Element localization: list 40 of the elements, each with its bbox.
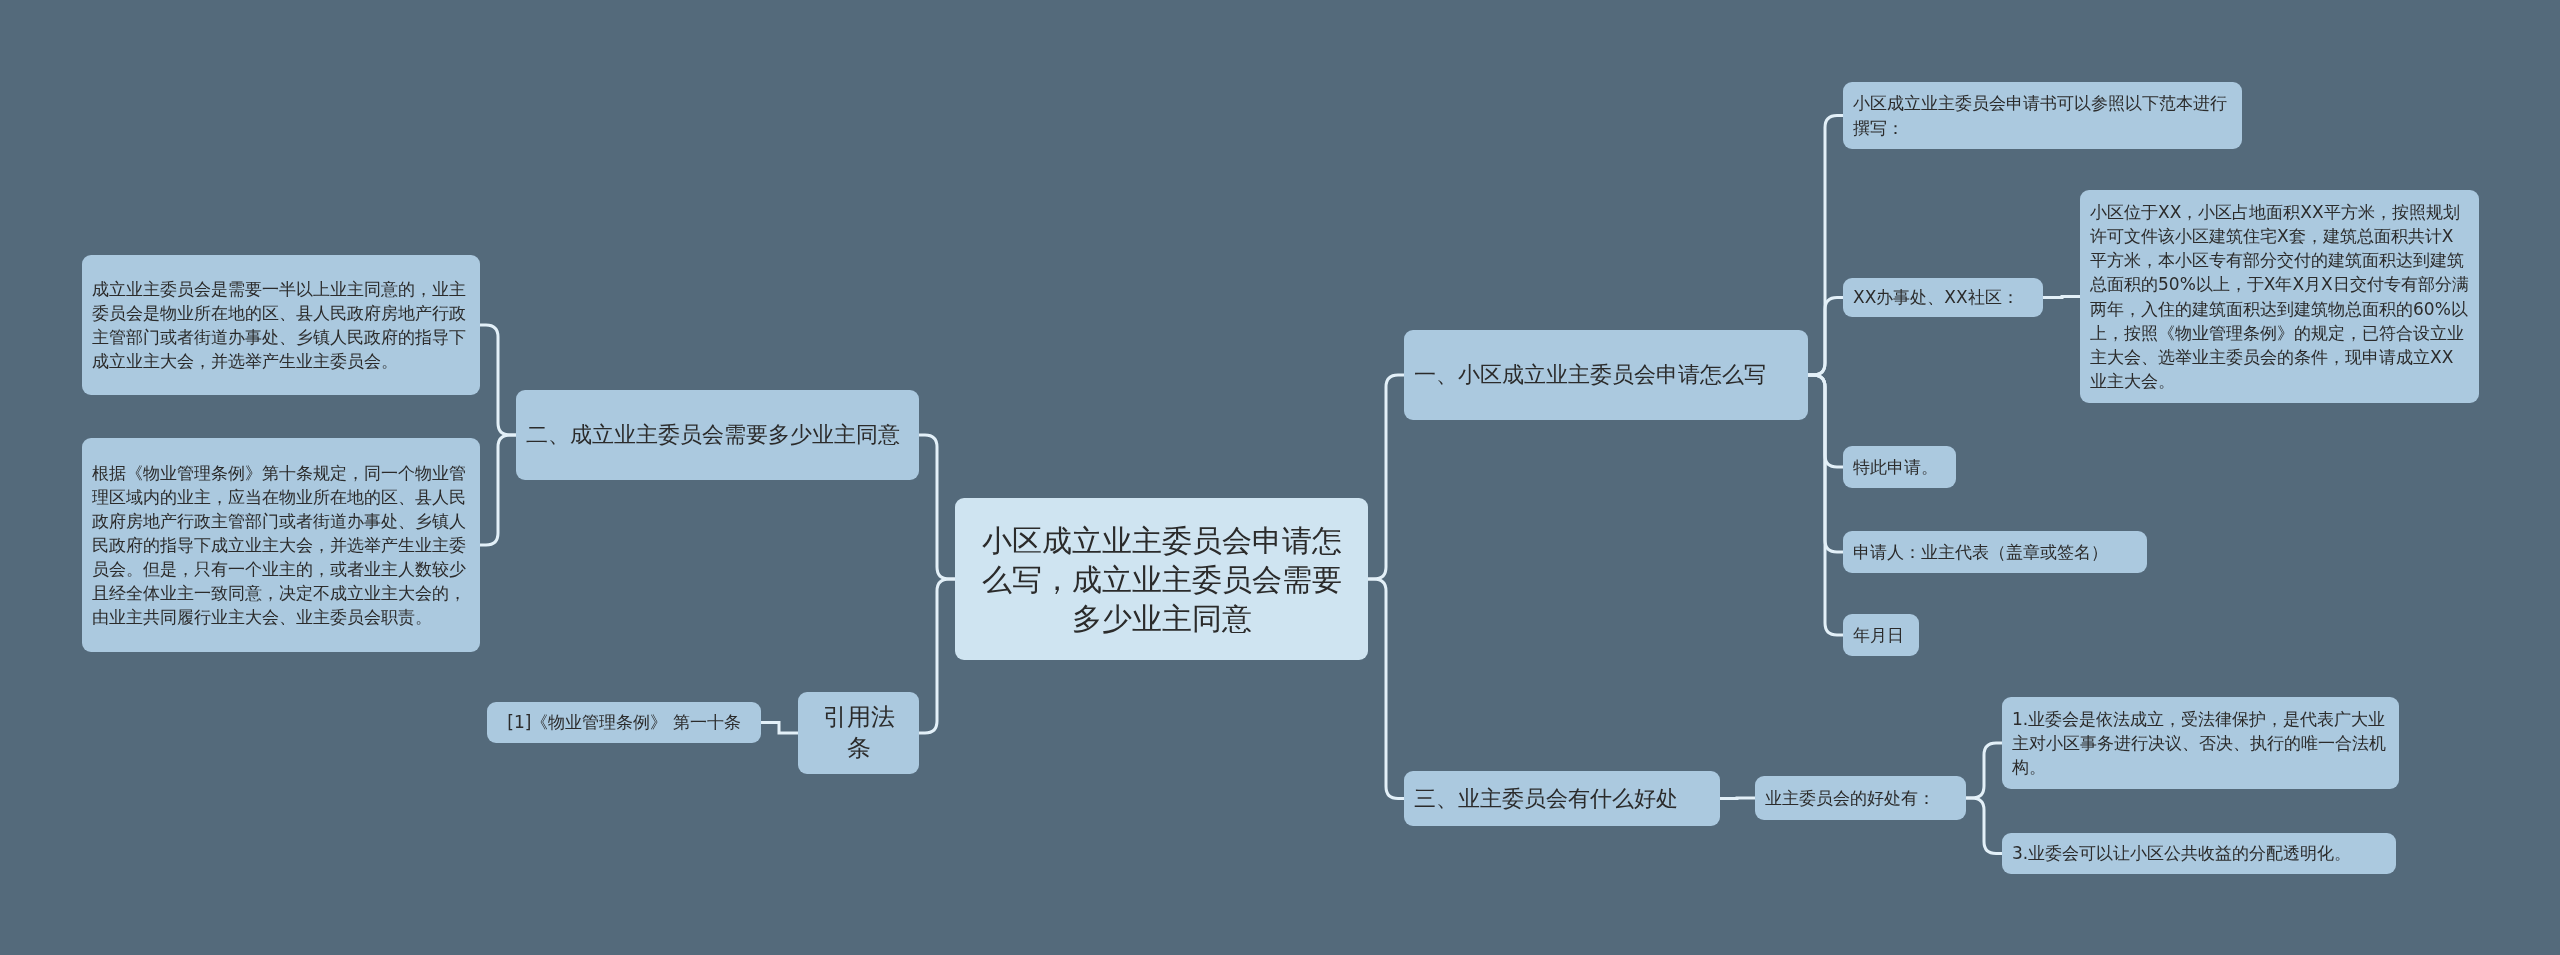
topic-box bbox=[798, 692, 919, 775]
topic-text: 根据《物业管理条例》第十条规定，同一个物业管理区域内的业主，应当在物业所在地的区、县人民政府房地产行政主管部门或者街道办事处、乡镇人民政府的指导下成立业主大会，并选举产生业主委员会。但是，只有一个业主的，或者业主人数较少且经全体业主一致同意，决定不成立业主大会的，由业主共同履行业主大会、业主委员会职责。 bbox=[92, 461, 467, 630]
topic-box bbox=[82, 255, 480, 395]
topic-box bbox=[2002, 697, 2399, 789]
topic-text: 二、成立业主委员会需要多少业主同意 bbox=[526, 421, 900, 450]
topic-box bbox=[2002, 833, 2396, 874]
central-topic-text: 小区成立业主委员会申请怎么写，成立业主委员会需要多少业主同意 bbox=[980, 521, 1343, 638]
topic-text: 小区成立业主委员会申请书可以参照以下范本进行撰写： bbox=[1853, 92, 2228, 140]
topic-text: 3.业委会可以让小区公共收益的分配透明化。 bbox=[2012, 842, 2352, 866]
topic-box bbox=[82, 438, 480, 652]
topic-box bbox=[487, 702, 761, 743]
topic-text: 业主委员会的好处有： bbox=[1765, 786, 1935, 810]
topic-text: 引用法条 bbox=[821, 702, 896, 765]
central-topic-box bbox=[955, 498, 1368, 660]
topic-box bbox=[1843, 446, 1956, 488]
topic-text: XX办事处、XX社区： bbox=[1853, 286, 2019, 310]
topic-box bbox=[1843, 531, 2147, 573]
topic-text: 年月日 bbox=[1853, 623, 1904, 647]
topic-text: 1.业委会是依法成立，受法律保护，是代表广大业主对小区事务进行决议、否决、执行的唯一合法机构。 bbox=[2012, 707, 2387, 780]
topic-box bbox=[516, 390, 919, 480]
connector-line bbox=[1808, 373, 1843, 637]
topic-box bbox=[1843, 614, 1919, 656]
topic-text: 成立业主委员会是需要一半以上业主同意的，业主委员会是物业所在地的区、县人民政府房地产行政主管部门或者街道办事处、乡镇人民政府的指导下成立业主大会，并选举产生业主委员会。 bbox=[92, 277, 467, 374]
connector-line bbox=[1368, 577, 1404, 800]
topic-text: 一、小区成立业主委员会申请怎么写 bbox=[1414, 361, 1766, 390]
connector-line bbox=[2043, 295, 2080, 299]
topic-box bbox=[1755, 776, 1966, 820]
connector-line bbox=[1720, 796, 1755, 800]
topic-box bbox=[1404, 771, 1720, 826]
connector-line bbox=[919, 577, 955, 735]
connector-line bbox=[761, 721, 798, 735]
connector-line bbox=[1966, 796, 2002, 855]
topic-text: 三、业主委员会有什么好处 bbox=[1414, 784, 1678, 813]
topic-text: 小区位于XX，小区占地面积XX平方米，按照规划许可文件该小区建筑住宅X套，建筑总面积共计X平方米，本小区专有部分交付的建筑面积达到建筑总面积的50%以上，于X年X月X日交付专有部分满两年，入住的建筑面积达到建筑物总面积的60%以上，按照《物业管理条例》的规定，已符合设立业主大会、选举业主委员会的条件，现申请成立XX业主大会。 bbox=[2090, 201, 2469, 393]
topic-text: 特此申请。 bbox=[1853, 455, 1938, 479]
topic-text: 申请人：业主代表（盖章或签名） bbox=[1853, 540, 2108, 564]
topic-box bbox=[1843, 278, 2043, 317]
topic-box bbox=[1404, 330, 1808, 420]
topic-box bbox=[1843, 82, 2242, 149]
topic-text: [1]《物业管理条例》 第一十条 bbox=[507, 711, 741, 735]
